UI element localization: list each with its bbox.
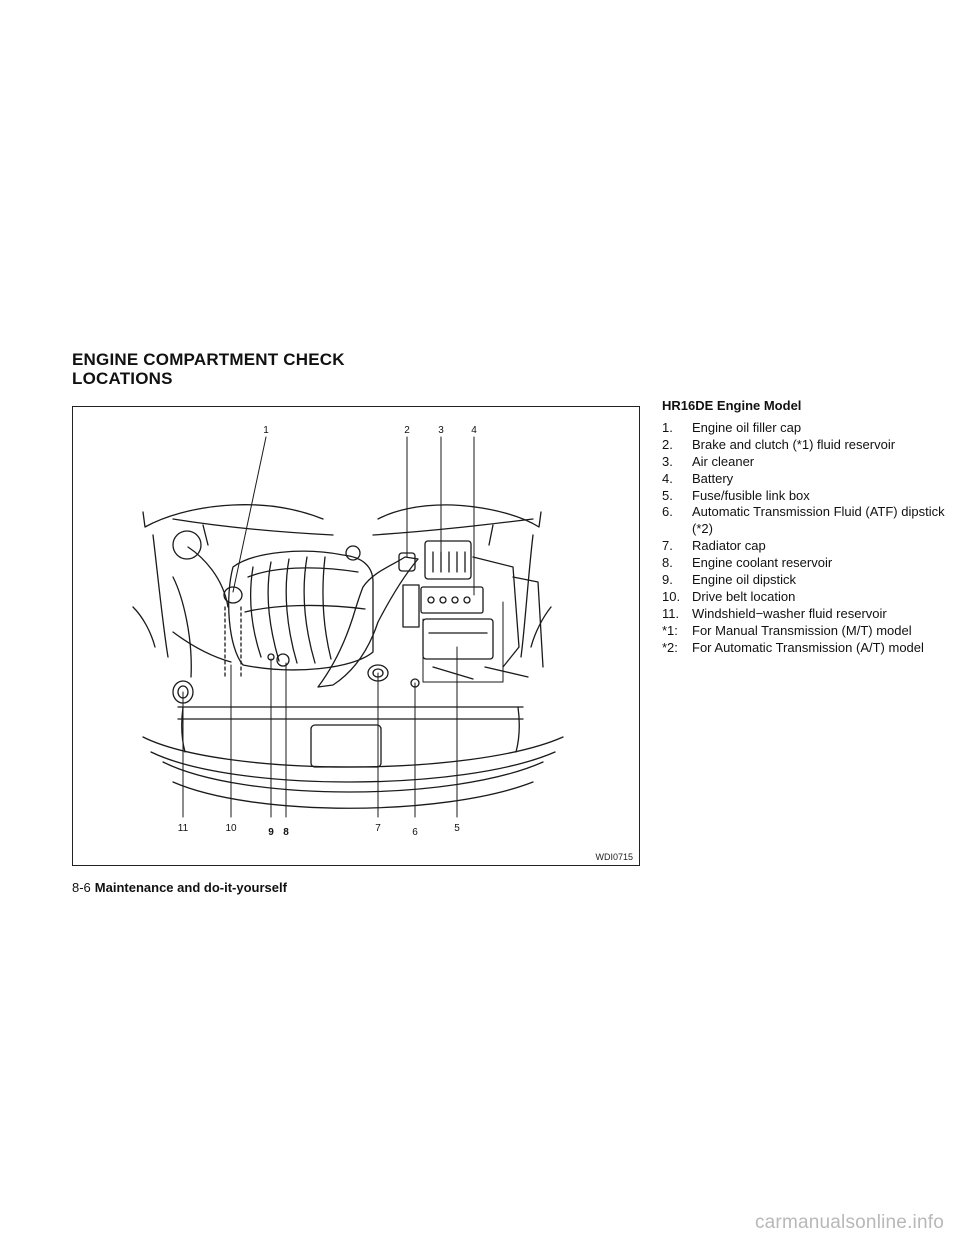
- callout-10: 10: [225, 823, 237, 834]
- legend-note-1: *1:For Manual Transmission (M/T) model: [662, 622, 912, 638]
- legend-item-10: 10.Drive belt location: [662, 588, 796, 604]
- legend-item-3: 3.Air cleaner: [662, 453, 755, 469]
- engine-compartment-diagram: 1 2 3 4 11 10 9 8 7 6 5 WDI0715: [72, 406, 640, 866]
- heading-line-1: ENGINE COMPARTMENT CHECK: [72, 350, 345, 369]
- legend-item-2: 2.Brake and clutch (*1) fluid reservoir: [662, 436, 896, 452]
- callout-2: 2: [404, 425, 410, 436]
- page-number: 8-6: [72, 880, 91, 895]
- callout-7: 7: [375, 823, 381, 834]
- legend-item-1: 1.Engine oil filler cap: [662, 419, 802, 435]
- legend-item-5: 5.Fuse/fusible link box: [662, 487, 810, 503]
- legend-list: 1.Engine oil filler cap 2.Brake and clut…: [662, 420, 952, 657]
- legend-note-2: *2:For Automatic Transmission (A/T) mode…: [662, 639, 924, 655]
- callout-5: 5: [454, 823, 460, 834]
- callout-11: 11: [178, 823, 189, 834]
- callout-9: 9: [268, 827, 274, 838]
- legend-item-7: 7.Radiator cap: [662, 538, 766, 554]
- legend-item-8: 8.Engine coolant reservoir: [662, 555, 833, 571]
- legend-title: HR16DE Engine Model: [662, 398, 802, 413]
- callout-3: 3: [438, 425, 444, 436]
- callout-4: 4: [471, 425, 477, 436]
- section-heading: ENGINE COMPARTMENT CHECK LOCATIONS: [72, 350, 532, 388]
- callout-6: 6: [412, 827, 418, 838]
- engine-illustration: 1 2 3 4 11 10 9 8 7 6 5: [132, 425, 564, 838]
- legend-item-11: 11.Windshield−washer fluid reservoir: [662, 605, 887, 621]
- callout-1: 1: [263, 425, 269, 436]
- legend: HR16DE Engine Model 1.Engine oil filler …: [662, 398, 952, 657]
- section-name: Maintenance and do-it-yourself: [94, 880, 287, 895]
- legend-item-4: 4.Battery: [662, 470, 734, 486]
- callout-8: 8: [283, 827, 289, 838]
- legend-item-9: 9.Engine oil dipstick: [662, 572, 797, 588]
- legend-item-6: 6.Automatic Transmission Fluid (ATF) dip…: [662, 504, 945, 537]
- watermark: carmanualsonline.info: [754, 1212, 944, 1233]
- figure-id: WDI0715: [595, 852, 633, 862]
- heading-line-2: LOCATIONS: [72, 369, 173, 388]
